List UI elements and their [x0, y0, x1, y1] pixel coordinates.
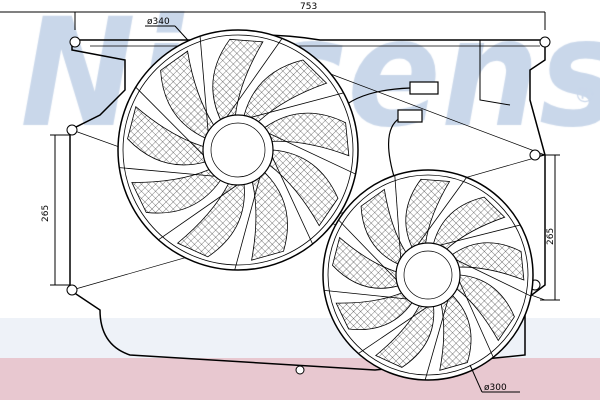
fan-strut [338, 219, 397, 281]
fan-strut [458, 281, 494, 358]
left-height-label: 265 [41, 205, 51, 222]
fan-strut [119, 167, 215, 177]
fan-motor-hub [202, 114, 274, 186]
fan-strut [358, 306, 428, 354]
fan-blade [251, 171, 288, 261]
fan-strut [199, 36, 209, 132]
left-height-dimension [50, 134, 70, 286]
mounting-holes [66, 36, 551, 375]
fan-blade [131, 169, 222, 214]
fan-strut [324, 290, 407, 300]
large-fan [117, 29, 359, 271]
right-height-label: 265 [546, 228, 556, 245]
motor-cap [210, 122, 266, 178]
fan-strut [234, 177, 261, 271]
fan-blade [243, 59, 328, 123]
motor-cap [403, 250, 453, 300]
fan-blade [212, 38, 264, 121]
fan-strut [455, 259, 532, 297]
large-fan-diameter-label: ø340 [147, 17, 170, 27]
small-fan-diameter-label: ø300 [484, 383, 507, 393]
fan-blade [176, 183, 245, 258]
fan-strut [271, 156, 313, 245]
fan-strut [268, 132, 356, 175]
fan-blade [264, 112, 350, 157]
fan-ring-inner [327, 174, 529, 376]
fan-strut [226, 38, 283, 118]
fan-ring-inner [122, 34, 354, 266]
small-diameter-leader [469, 364, 520, 393]
fan-strut [424, 299, 449, 381]
fan-blade [269, 149, 339, 227]
fan-strut [394, 175, 402, 259]
right-height-dimension [540, 154, 560, 301]
width-label: 753 [300, 2, 317, 12]
fan-strut [135, 86, 204, 156]
fan-strut [417, 177, 467, 245]
fan-strut [439, 224, 521, 246]
width-dimension [0, 11, 546, 30]
fan-blade [160, 50, 215, 139]
fan-strut [158, 184, 238, 241]
small-fan [322, 169, 534, 381]
fan-motor-hub [395, 242, 461, 308]
fan-strut [250, 92, 344, 118]
fan-blade [127, 105, 206, 166]
